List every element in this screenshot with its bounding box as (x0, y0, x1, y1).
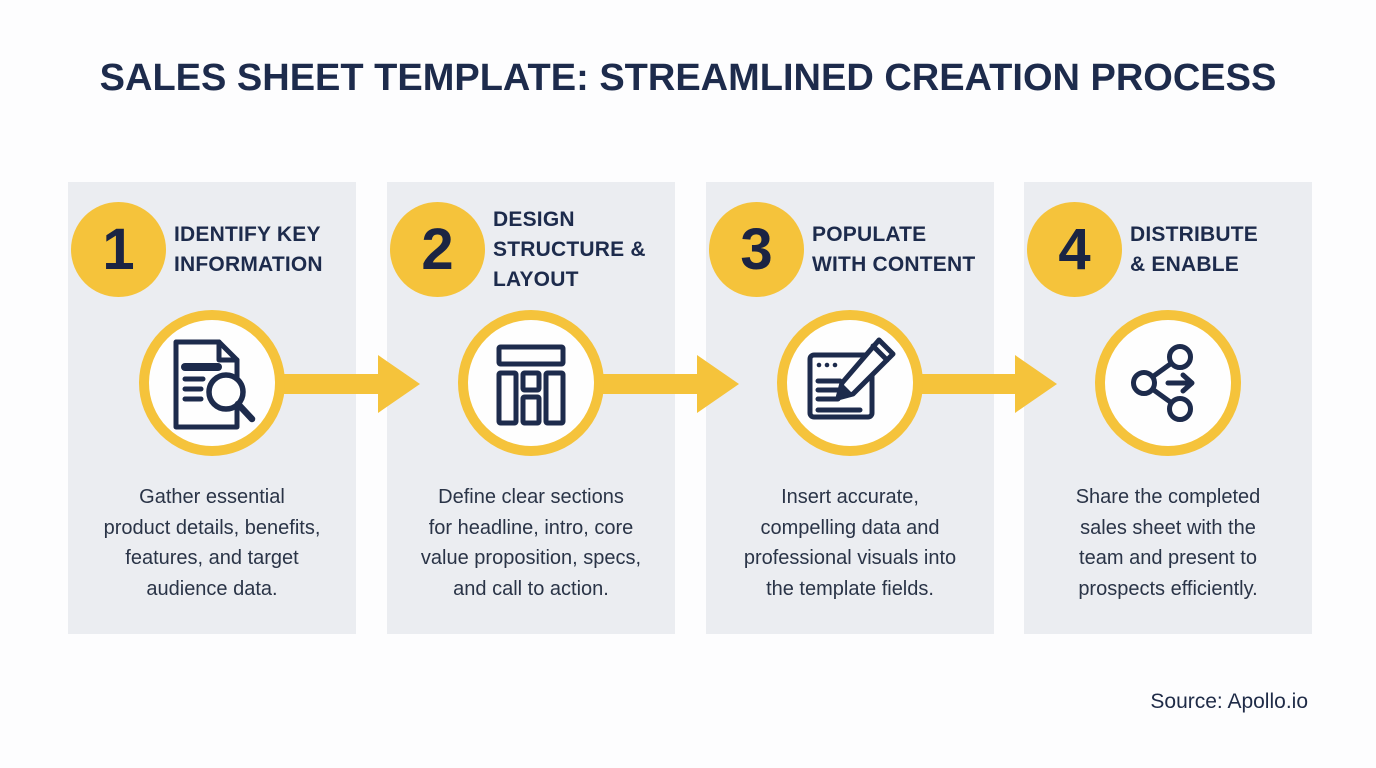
step-4-description: Share the completed sales sheet with the… (1075, 486, 1261, 600)
page-title: SALES SHEET TEMPLATE: STREAMLINED CREATI… (99, 57, 1277, 99)
arrow-step2-to-step3-icon (602, 355, 739, 413)
step-4-header: 4 DISTRIBUTE & ENABLE (1027, 202, 1308, 297)
edit-content-icon (800, 333, 900, 433)
step-4-icon-circle (1095, 310, 1241, 456)
step-1-number-badge: 1 (71, 202, 166, 297)
step-2-icon-circle (458, 310, 604, 456)
step-card-1: 1 IDENTIFY KEY INFORMATION Gather essent… (68, 182, 356, 634)
step-2-description: Define clear sections for headline, intr… (420, 486, 642, 600)
step-2-header: 2 DESIGN STRUCTURE & LAYOUT (390, 202, 671, 297)
share-icon (1118, 333, 1218, 433)
step-3-heading: POPULATE WITH CONTENT (812, 222, 976, 276)
step-card-2: 2 DESIGN STRUCTURE & LAYOUT Define clear… (387, 182, 675, 634)
arrow-step1-to-step2-icon (283, 355, 420, 413)
arrow-step3-to-step4-icon (921, 355, 1057, 413)
layout-structure-icon (481, 333, 581, 433)
step-card-3: 3 POPULATE WITH CONTENT (706, 182, 994, 634)
step-1-heading: IDENTIFY KEY INFORMATION (174, 222, 323, 276)
step-2-number-badge: 2 (390, 202, 485, 297)
document-search-icon (162, 333, 262, 433)
step-3-header: 3 POPULATE WITH CONTENT (709, 202, 990, 297)
step-4-heading: DISTRIBUTE & ENABLE (1130, 222, 1258, 276)
step-card-4: 4 DISTRIBUTE & ENABLE Share the complete… (1024, 182, 1312, 634)
step-1-header: 1 IDENTIFY KEY INFORMATION (71, 202, 352, 297)
step-3-description: Insert accurate, compelling data and pro… (743, 486, 957, 600)
step-1-icon-circle (139, 310, 285, 456)
step-3-icon-circle (777, 310, 923, 456)
step-3-number-badge: 3 (709, 202, 804, 297)
step-2-heading: DESIGN STRUCTURE & LAYOUT (493, 207, 646, 291)
source-attribution: Source: Apollo.io (1150, 690, 1308, 713)
step-1-description: Gather essential product details, benefi… (103, 486, 321, 600)
step-4-number-badge: 4 (1027, 202, 1122, 297)
